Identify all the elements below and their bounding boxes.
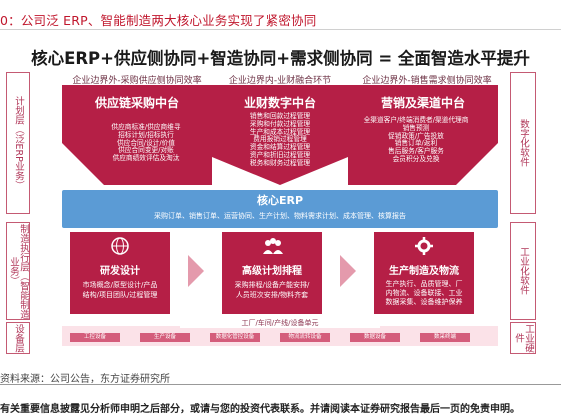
mes-line: 生产执行、品质管理、厂 xyxy=(385,280,463,288)
diagram-heading: 核心ERP+供应侧协同+智造协同+需求侧协同 = 全面智造水平提升 xyxy=(31,49,530,68)
supply-line: 供应商标准/供应商维寻 xyxy=(111,123,181,131)
flow-arrow-1 xyxy=(188,255,204,287)
finance-line: 费用报销过程管理 xyxy=(253,135,307,144)
team-icon xyxy=(263,238,283,254)
gear-icon xyxy=(415,237,433,255)
rd-lines: 市场概念/原型设计/产品 结构/项目团队/过程管理 xyxy=(70,280,170,300)
sales-box-shape xyxy=(348,85,498,185)
source-note: 资料来源：公司公告，东方证券研究所 xyxy=(0,374,170,385)
production-logistics-box: 生产制造及物流 生产执行、品质管理、厂 内物流、设备联接、工业 数据采集、设备维… xyxy=(374,232,474,314)
supply-line: 供应商绩效评估及淘汰 xyxy=(112,154,180,163)
core-erp-bar: 核心ERP 采购订单、销售订单、运营协同、生产计划、物料需求计划、成本管理、核算… xyxy=(62,190,498,228)
sales-title: 营销及渠道中台 xyxy=(380,96,465,110)
mes-line: 内物流、设备联接、工业 xyxy=(385,289,463,297)
sales-lines: 全渠道客户/终端消费者/渠道代理商 销售预测 促销政策/广告投放 销售订单/返利… xyxy=(348,116,484,164)
sales-line: 全渠道客户/终端消费者/渠道代理商 xyxy=(363,116,469,124)
globe-icon xyxy=(111,237,129,255)
aps-lines: 采购排程/设备产能安排/ 人员班次安排/物料齐套 xyxy=(222,280,322,300)
supply-lines: 供应商标准/供应商维寻 招标计划/招标执行 供应合同/设计/价值 供应合同变更/… xyxy=(80,123,212,163)
finance-title: 业财数字中台 xyxy=(243,96,316,110)
erp-subtitle: 采购订单、销售订单、运营协同、生产计划、物料需求计划、成本管理、核算报告 xyxy=(154,212,406,220)
rd-title: 研发设计 xyxy=(100,266,140,277)
supply-line: 供应合同变更/对账 xyxy=(118,146,174,155)
sales-line: 会员积分及兑换 xyxy=(392,154,440,163)
aps-line: 人员班次安排/物料齐套 xyxy=(235,291,309,299)
equipment-item: 数据设备 xyxy=(350,333,400,342)
industrial-software-label: 工业化软件 xyxy=(510,222,536,320)
flow-arrow-2 xyxy=(340,255,356,287)
finance-line: 税务和财务过程管理 xyxy=(249,158,311,167)
industrial-hardware-label: 工业硬件 xyxy=(510,322,536,354)
rd-line: 结构/项目团队/过程管理 xyxy=(82,291,158,299)
sales-header: 企业边界外-销售需求侧协同效率 xyxy=(362,76,492,86)
rd-design-box: 研发设计 市场概念/原型设计/产品 结构/项目团队/过程管理 xyxy=(70,232,170,314)
mes-lines: 生产执行、品质管理、厂 内物流、设备联接、工业 数据采集、设备维护保养 xyxy=(374,280,474,307)
supply-line: 供应合同/设计/价值 xyxy=(116,138,175,147)
mes-line: 数据采集、设备维护保养 xyxy=(385,298,463,306)
footer-rule xyxy=(0,384,561,385)
aps-title: 高级计划排程 xyxy=(242,266,302,277)
sales-line: 销售订单/返利 xyxy=(394,139,438,148)
rd-line: 市场概念/原型设计/产品 xyxy=(82,281,158,289)
equipment-item: 生产设备 xyxy=(140,333,190,342)
equipment-item: 数采终端 xyxy=(420,333,470,342)
aps-line: 采购排程/设备产能安排/ xyxy=(234,281,310,289)
finance-line: 生产和成本过程管理 xyxy=(249,127,311,136)
supply-chain-box: 供应链采购中台 供应商标准/供应商维寻 招标计划/招标执行 供应合同/设计/价值… xyxy=(62,85,212,185)
exec-layer-label: 制造执行层（智能制造业务） xyxy=(6,222,30,320)
finance-box-shape xyxy=(212,85,348,185)
finance-lines: 销售和回款过程管理 采购和付款过程管理 生产和成本过程管理 费用报销过程管理 资… xyxy=(212,112,348,168)
finance-header: 企业边界内-业财融合环节 xyxy=(228,76,332,86)
equipment-layer-label: 设备层 xyxy=(6,322,30,354)
sales-line: 销售预测 xyxy=(402,123,430,132)
title-rule xyxy=(0,29,561,30)
finance-line: 资金和结算过程管理 xyxy=(249,143,311,152)
finance-line: 采购和付款过程管理 xyxy=(249,119,311,128)
equipment-header: 工厂/车间/产线/设备单元 xyxy=(180,318,380,328)
mes-title: 生产制造及物流 xyxy=(389,266,459,277)
finance-box: 业财数字中台 销售和回款过程管理 采购和付款过程管理 生产和成本过程管理 费用报… xyxy=(212,85,348,185)
supply-title: 供应链采购中台 xyxy=(94,96,179,110)
equipment-item: 数据化管控设备 xyxy=(210,333,260,342)
disclaimer: 有关重要信息披露见分析师申明之后部分，或请与您的投资代表联系。并请阅读本证券研究… xyxy=(0,404,520,415)
plan-layer-label: 计划层（泛ERP业务） xyxy=(6,72,30,214)
supply-header: 企业边界外-采购供应侧协同效率 xyxy=(72,76,202,86)
sales-line: 售后服务/客户服务 xyxy=(388,147,444,156)
finance-line: 销售和回款过程管理 xyxy=(249,112,311,120)
aps-box: 高级计划排程 采购排程/设备产能安排/ 人员班次安排/物料齐套 xyxy=(222,232,322,314)
erp-title: 核心ERP xyxy=(256,194,304,207)
supply-box-shape xyxy=(62,85,212,185)
equipment-item: 工控设备 xyxy=(70,333,120,342)
finance-line: 资产和折旧过程管理 xyxy=(249,150,311,159)
sales-line: 促销政策/广告投放 xyxy=(388,131,444,140)
equipment-item: 物流流转设备 xyxy=(280,333,330,342)
sales-box: 营销及渠道中台 全渠道客户/终端消费者/渠道代理商 销售预测 促销政策/广告投放… xyxy=(348,85,498,185)
digital-software-label: 数字化软件 xyxy=(510,72,536,214)
figure-title: 0：公司泛 ERP、智能制造两大核心业务实现了紧密协同 xyxy=(0,13,317,28)
supply-line: 招标计划/招标执行 xyxy=(118,130,174,139)
